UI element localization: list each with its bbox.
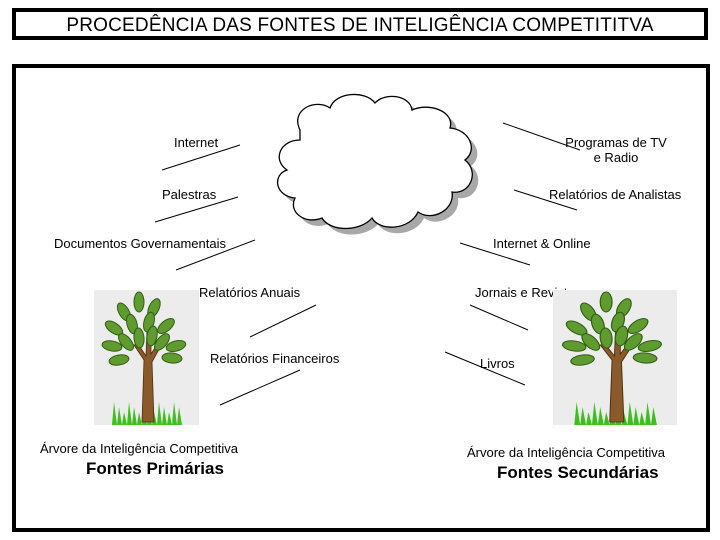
diagram-frame [12,64,710,532]
right-tree-caption: Árvore da Inteligência Competitiva [467,445,665,460]
label-internet-online: Internet & Online [493,236,591,251]
leaf-shape [157,318,175,334]
connector-relatorios-anuais [249,304,317,338]
grass-shape [574,402,657,425]
label-relatorios-anuais: Relatórios Anuais [199,285,301,300]
leaf-shape [599,291,613,313]
label-documentos-governamentais: Documentos Governamentais [54,236,226,251]
leaf-shape [614,325,629,347]
leaf-shape [599,327,613,349]
tree-left-image [94,290,199,425]
label-programas-tv-line1: Programas de TV [565,135,667,150]
left-tree-heading: Fontes Primárias [86,459,224,478]
connector-livros [444,351,526,386]
leaf-shape [133,291,145,313]
connector-jornais [469,304,529,331]
leaf-shape [154,333,170,351]
leaf-shape [118,333,134,351]
leaf-shape [581,333,601,351]
label-relatorios-financeiros: Relatórios Financeiros [210,351,340,366]
leaf-shape [133,327,145,349]
label-relatorios-analistas: Relatórios de Analistas [549,187,682,202]
leaf-shape [101,340,123,352]
connector-relatorios-financeiros [219,369,301,406]
right-tree-heading: Fontes Secundárias [497,463,659,482]
connector-relatorios-analistas [513,189,578,211]
connector-palestras [154,196,239,223]
leaf-shape [161,352,183,364]
label-internet: Internet [174,135,219,150]
leaf-shape [623,333,643,351]
page-title: PROCEDÊNCIA DAS FONTES DE INTELIGÊNCIA C… [66,15,654,36]
leaf-shape [570,354,595,366]
leaf-shape [627,318,649,334]
label-programas-tv: Programas de TV e Radio [553,135,679,165]
connector-documentos [175,239,256,271]
left-tree-caption: Árvore da Inteligência Competitiva [40,441,238,456]
tree-right-image [553,290,677,425]
label-programas-tv-line2: e Radio [593,150,639,165]
connector-internet [161,144,241,171]
leaf-shape [637,340,662,352]
connector-programas-tv [502,122,581,151]
label-livros: Livros [480,356,515,371]
grass-shape [112,402,182,425]
leaf-shape [146,325,158,347]
leaf-shape [165,340,187,352]
leaf-shape [108,354,130,366]
leaf-shape [632,352,658,364]
leaf-shape [561,340,587,352]
label-palestras: Palestras [162,187,217,202]
connector-internet-online [459,242,531,266]
title-box: PROCEDÊNCIA DAS FONTES DE INTELIGÊNCIA C… [12,8,708,40]
cloud-shape [277,93,479,235]
